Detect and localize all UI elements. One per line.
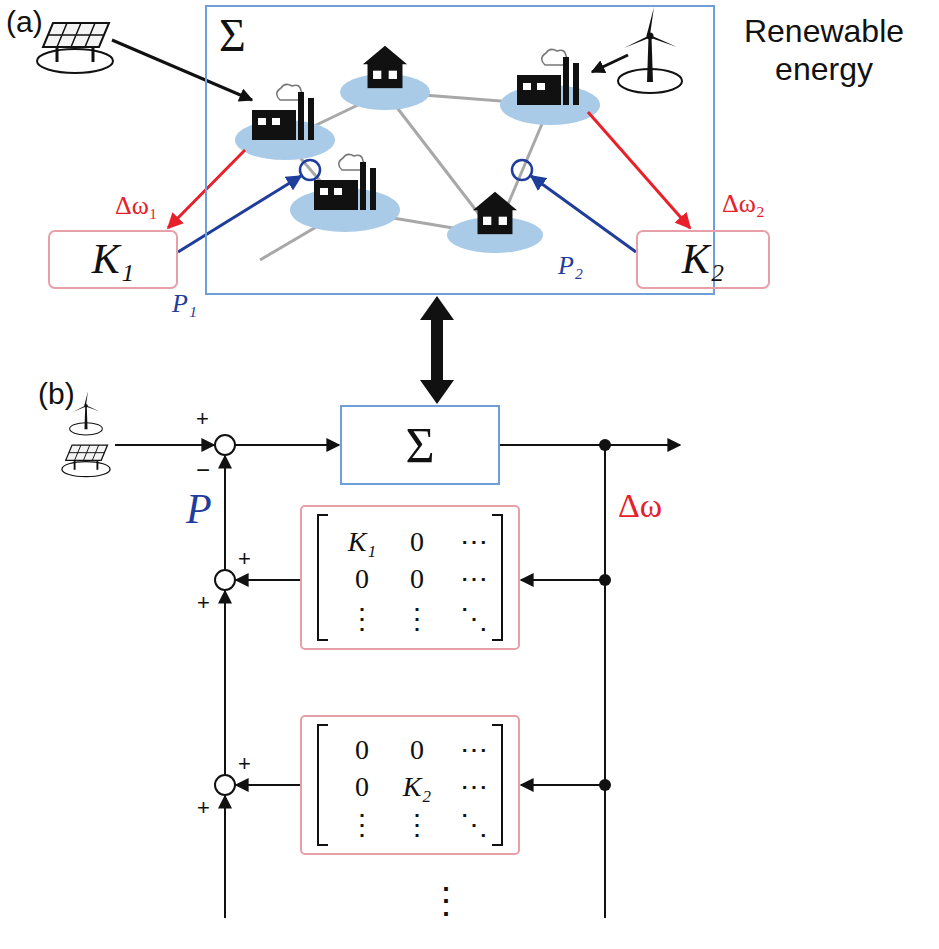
matrix-entry: 0: [336, 770, 388, 804]
matrix-entry: K₂: [391, 770, 443, 804]
gain-matrix-box: 00⋯0K₂⋯⋮⋮⋱: [300, 715, 520, 855]
solar-panel-icon: [62, 445, 110, 477]
gain-matrix-box: K₁0⋯00⋯⋮⋮⋱: [300, 505, 520, 650]
control-arrow: [531, 176, 636, 252]
measurement-arrow: [588, 112, 690, 228]
continuation-dots: ⋮: [428, 880, 464, 923]
controller-box: K₂: [636, 230, 770, 289]
matrix-entry: ⋯: [448, 770, 500, 804]
matrix-entry: 0: [391, 525, 443, 559]
matrix-entry: ⋯: [448, 562, 500, 596]
sign-label: +: [197, 795, 210, 821]
matrix-entry: ⋯: [448, 733, 500, 767]
matrix-entry: ⋱: [448, 808, 500, 842]
matrix-entry: K₁: [336, 525, 388, 559]
signal-name: Δω: [618, 486, 662, 527]
matrix-entry: ⋱: [448, 602, 500, 636]
sign-label: +: [197, 590, 210, 616]
power-plant: [517, 49, 579, 105]
annotation: Renewable energy: [718, 12, 930, 89]
matrix-entry: ⋮: [391, 808, 443, 842]
house-icon: [363, 46, 407, 88]
sign-label: −: [196, 456, 210, 485]
solar-panel-icon: [37, 23, 113, 73]
box-label: Σ: [405, 418, 434, 473]
signal-name: P: [186, 484, 212, 534]
system-box: Σ: [340, 405, 500, 485]
panel-label: (b): [38, 376, 75, 412]
matrix-bracket: [318, 515, 502, 845]
signal-name: P₁: [172, 288, 197, 319]
system-region: Σ: [205, 5, 715, 295]
signal-name: Δω₂: [722, 188, 765, 219]
matrix-entry: ⋮: [336, 602, 388, 636]
control-arrow: [178, 176, 301, 252]
matrix-entry: 0: [336, 733, 388, 767]
power-plant: [314, 154, 376, 210]
power-plant: [252, 84, 314, 140]
branch-dot: [599, 439, 611, 791]
box-label: K₁: [92, 236, 135, 282]
sign-label: +: [196, 406, 209, 432]
controller-box: K₁: [48, 230, 178, 289]
double-arrow: [420, 296, 454, 404]
sign-label: +: [238, 546, 251, 572]
input-point: [300, 160, 320, 180]
matrix-entry: 0: [391, 733, 443, 767]
supply-arrow: [592, 55, 628, 72]
house-icon: [473, 192, 517, 234]
matrix-entry: 0: [336, 562, 388, 596]
panel-label: (a): [6, 4, 43, 40]
wind-turbine-icon: [618, 7, 682, 93]
summing-junction: [215, 435, 235, 795]
signal-wires: [115, 445, 680, 918]
matrix-entry: ⋮: [336, 808, 388, 842]
signal-name: P₂: [558, 250, 583, 281]
box-label: Σ: [219, 11, 246, 62]
input-point: [512, 160, 532, 180]
sign-label: +: [238, 751, 251, 777]
signal-name: Δω₁: [115, 190, 158, 221]
matrix-entry: ⋮: [391, 602, 443, 636]
matrix-entry: 0: [391, 562, 443, 596]
box-label: K₂: [682, 236, 725, 282]
matrix-entry: ⋯: [448, 525, 500, 559]
